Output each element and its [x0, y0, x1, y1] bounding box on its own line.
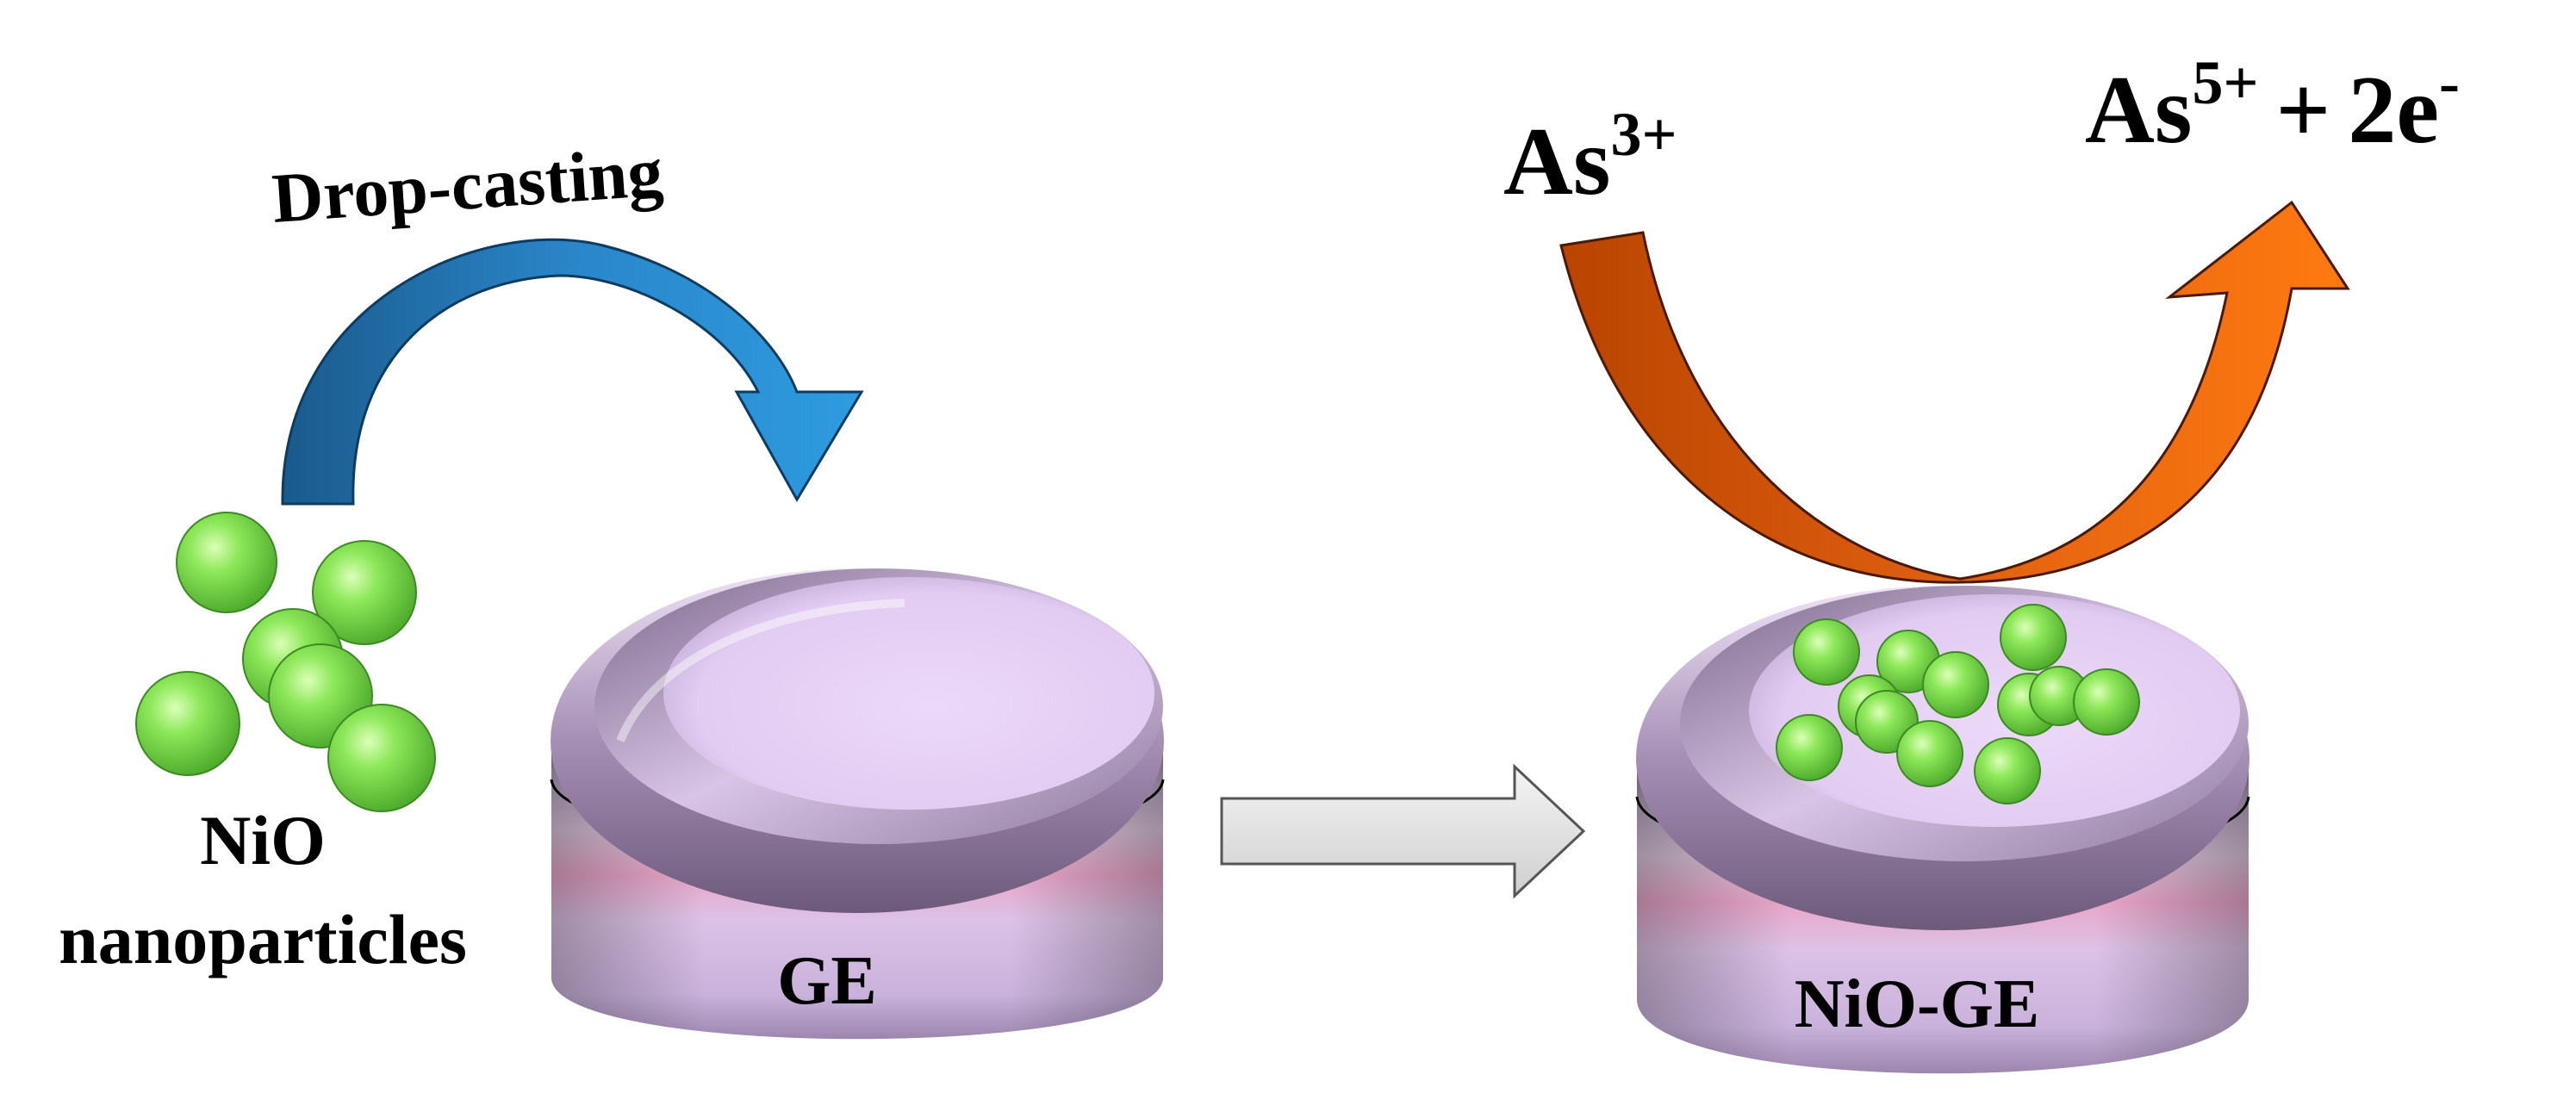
nanoparticle — [1776, 714, 1843, 781]
nanoparticle — [312, 540, 417, 645]
nanoparticle — [2073, 668, 2140, 736]
reactant-label: As3+ — [1503, 100, 1677, 215]
svg-text:As3+: As3+ — [1503, 100, 1677, 215]
product-charge: 5+ — [2192, 48, 2258, 117]
nio-nanoparticle-cluster — [135, 512, 436, 812]
product-base: As — [2085, 57, 2192, 164]
nanoparticle — [327, 704, 436, 812]
drop-casting-arrow — [281, 238, 864, 506]
nanoparticle — [1793, 618, 1860, 686]
ge-electrode — [550, 568, 1165, 1040]
drop-casting-label: Drop-casting — [270, 133, 665, 238]
nanoparticle — [1896, 720, 1963, 787]
product-label: As5+ +2e- — [2085, 48, 2460, 164]
reactant-charge: 3+ — [1610, 100, 1677, 169]
process-arrow — [1220, 763, 1586, 899]
deposited-nanoparticles — [1776, 604, 2140, 804]
reactant-base: As — [1503, 109, 1610, 215]
electrons: 2e — [2348, 57, 2439, 164]
svg-text:As5++2e-: As5+ +2e- — [2085, 48, 2460, 164]
plus-sign: + — [2276, 57, 2331, 164]
electron-charge: - — [2439, 48, 2460, 117]
nanoparticles-label: nanoparticles — [59, 900, 467, 978]
nanoparticle — [135, 671, 240, 776]
nanoparticle — [1974, 737, 2041, 804]
oxidation-arrow — [1559, 200, 2350, 584]
ge-label: GE — [777, 943, 877, 1019]
nio-ge-label: NiO-GE — [1795, 966, 2039, 1042]
nio-label: NiO — [200, 801, 326, 879]
nanoparticle — [176, 512, 277, 613]
nanoparticle — [1922, 651, 1989, 718]
nanoparticle — [2000, 604, 2067, 671]
